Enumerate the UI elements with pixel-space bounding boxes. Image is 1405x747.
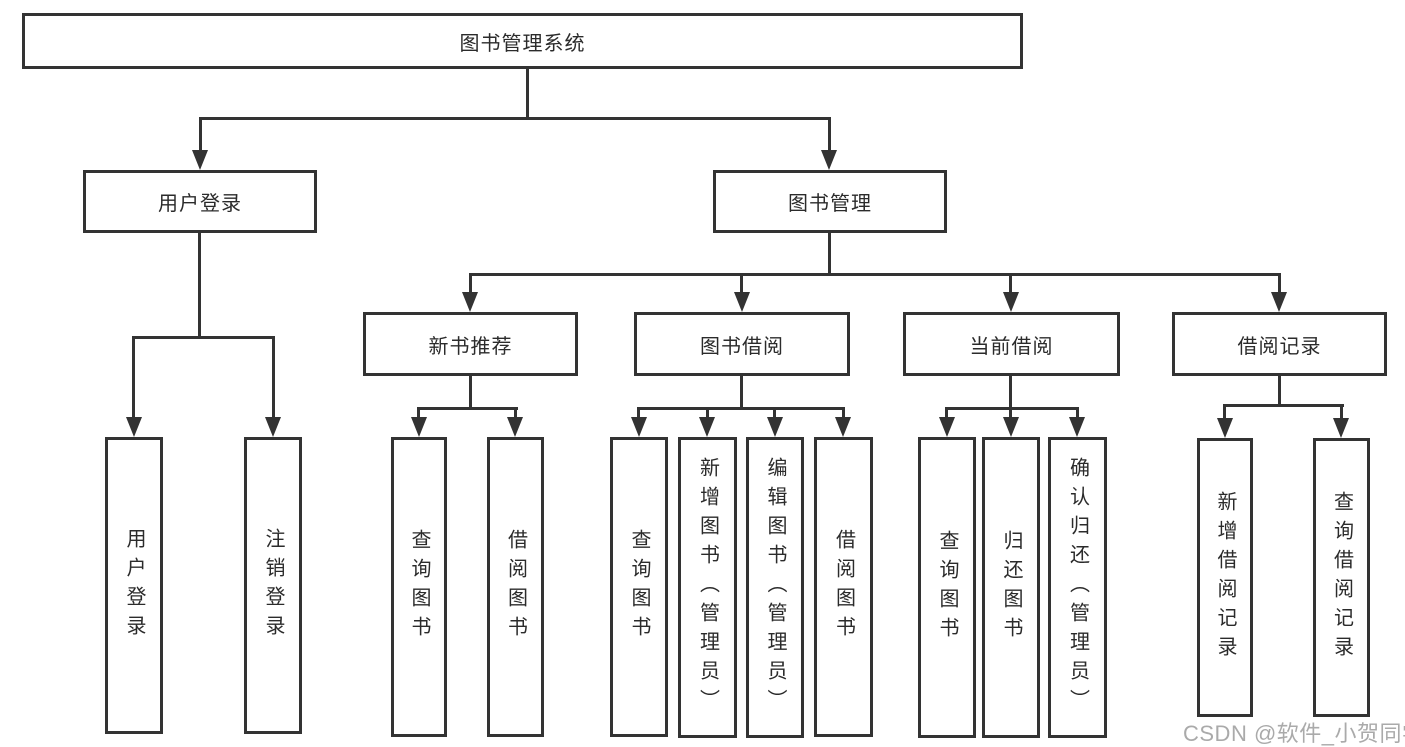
leaf-add-books-admin: 新增图书（管理员） [678,437,737,738]
connector-stem [1340,404,1343,419]
arrow-down-icon [767,417,783,437]
arrow-down-icon [1271,292,1287,312]
connector-current-borrow-trunk [1009,376,1012,407]
node-label: 编辑图书（管理员） [764,457,786,718]
node-label: 新书推荐 [428,335,513,358]
connector-stem [773,407,776,420]
node-user-login: 用户登录 [83,170,317,233]
connector-book-borrow-hbar [637,407,845,410]
node-label: 查询图书 [936,529,958,646]
leaf-borrow-books-recommend: 借阅图书 [487,437,544,737]
connector-stem-current-borrow [1009,273,1012,294]
arrow-down-icon [1069,417,1085,437]
connector-stem-leaf-login [132,336,135,420]
arrow-down-icon [126,417,142,437]
node-label: 注销登录 [262,527,284,644]
connector-borrow-records-hbar [1223,404,1344,407]
node-label: 查询借阅记录 [1330,490,1353,665]
leaf-user-login: 用户登录 [105,437,163,734]
node-new-book-recommend: 新书推荐 [363,312,578,376]
connector-book-mgmt-hbar [469,273,1281,276]
leaf-query-books-recommend: 查询图书 [391,437,447,737]
node-label: 借阅图书 [832,529,855,645]
leaf-borrow-books: 借阅图书 [814,437,873,737]
connector-current-borrow-hbar [945,407,1079,410]
arrow-down-icon [507,417,523,437]
node-borrow-records: 借阅记录 [1172,312,1387,376]
connector-stem [1076,407,1079,420]
connector-user-login-hbar [132,336,275,339]
leaf-query-books-borrow: 查询图书 [610,437,668,737]
node-label: 查询图书 [408,529,430,645]
leaf-confirm-return-admin: 确认归还（管理员） [1048,437,1107,738]
arrow-down-icon [631,417,647,437]
connector-root-trunk [526,68,529,120]
node-label: 查询图书 [628,529,650,645]
connector-new-book-rec-trunk [469,376,472,407]
connector-stem-new-book-rec [469,273,472,294]
node-root: 图书管理系统 [22,13,1023,69]
connector-new-book-rec-hbar [417,407,518,410]
node-label: 用户登录 [158,193,242,215]
connector-stem [1223,404,1226,419]
leaf-query-borrow-record: 查询借阅记录 [1313,438,1370,717]
node-label: 归还图书 [1000,529,1022,646]
node-label: 当前借阅 [969,335,1054,358]
arrow-down-icon [1217,418,1233,438]
connector-stem [842,407,845,420]
leaf-logout: 注销登录 [244,437,302,734]
arrow-down-icon [1003,417,1019,437]
connector-stem [514,407,517,420]
connector-stem-borrow-records [1278,273,1281,294]
node-current-borrow: 当前借阅 [903,312,1120,376]
connector-stem [945,407,948,420]
node-label: 确认归还（管理员） [1066,457,1089,718]
node-label: 新增图书（管理员） [696,457,719,718]
connector-stem [637,407,640,420]
arrow-down-icon [734,292,750,312]
node-label: 新增借阅记录 [1214,490,1236,665]
arrow-down-icon [1003,292,1019,312]
node-label: 用户登录 [123,527,145,644]
connector-root-hbar [199,117,831,120]
arrow-down-icon [265,417,281,437]
connector-book-mgmt-trunk [828,232,831,273]
connector-stem-book-borrow [740,273,743,294]
connector-stem-user-login [199,117,202,153]
leaf-edit-books-admin: 编辑图书（管理员） [746,437,804,738]
connector-stem [1009,407,1012,420]
node-label: 图书管理系统 [459,32,586,55]
connector-borrow-records-trunk [1278,376,1281,406]
node-label: 图书管理 [788,193,872,215]
node-label: 借阅图书 [504,529,527,645]
connector-stem-book-mgmt [828,117,831,153]
leaf-query-books-current: 查询图书 [918,437,976,738]
csdn-watermark: CSDN @软件_小贺同学 [1183,721,1405,746]
connector-stem [706,407,709,420]
arrow-down-icon [821,150,837,170]
connector-book-borrow-trunk [740,376,743,407]
connector-stem-leaf-logout [272,336,275,420]
connector-stem [417,407,420,420]
arrow-down-icon [699,417,715,437]
arrow-down-icon [192,150,208,170]
leaf-return-books: 归还图书 [982,437,1040,738]
arrow-down-icon [411,417,427,437]
arrow-down-icon [939,417,955,437]
node-label: 借阅记录 [1237,335,1322,358]
arrow-down-icon [835,417,851,437]
node-book-management: 图书管理 [713,170,947,233]
connector-user-login-trunk [198,232,201,336]
arrow-down-icon [1333,418,1349,438]
arrow-down-icon [462,292,478,312]
leaf-add-borrow-record: 新增借阅记录 [1197,438,1253,717]
node-book-borrow: 图书借阅 [634,312,850,376]
node-label: 图书借阅 [700,335,784,358]
